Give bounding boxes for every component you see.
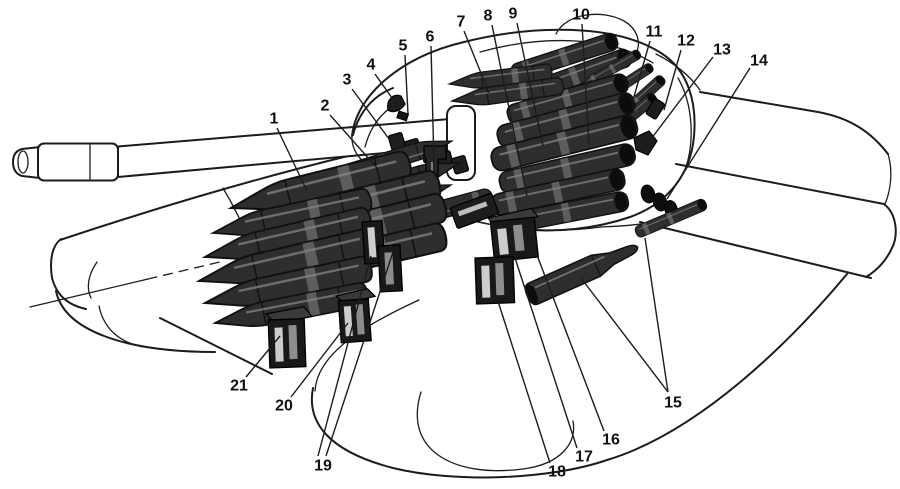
rear-right-edge [884, 153, 892, 205]
callout-label-5: 5 [399, 38, 408, 55]
lower-hull-front-curve [310, 387, 608, 479]
callout-label-18: 18 [548, 464, 566, 481]
leader-line-9 [516, 22, 544, 147]
stowage-clip-12 [645, 98, 666, 120]
leader-line-15 [580, 277, 669, 393]
leader-line-14 [666, 67, 751, 200]
pedestal-mounts-center [449, 192, 540, 305]
callout-label-14: 14 [750, 53, 768, 70]
leader-line-10 [581, 23, 590, 146]
leader-line-2 [329, 114, 379, 170]
leader-line-3 [351, 88, 396, 148]
callout-label-4: 4 [367, 57, 376, 74]
lower-hull-u-shape [416, 391, 575, 472]
leader-line-17 [514, 257, 578, 449]
callout-label-6: 6 [426, 29, 435, 46]
leader-line-19 [325, 251, 394, 457]
front-fender-arc [55, 290, 216, 353]
callout-label-21: 21 [230, 378, 248, 395]
case-end-cluster [640, 184, 678, 218]
gun-barrel [12, 105, 476, 182]
ring-clip-5 [396, 110, 410, 122]
deck-edge-left [59, 154, 353, 241]
right-track-bottom [639, 221, 872, 279]
callout-label-2: 2 [321, 98, 330, 115]
glacis-corner [50, 238, 62, 279]
turret-shell-rows [447, 30, 678, 235]
callout-label-10: 10 [572, 7, 590, 24]
fender-hook [87, 261, 98, 299]
hull-side-line-hidden [147, 260, 225, 280]
muzzle-bore [17, 150, 29, 174]
lower-hull-inner-curve [314, 299, 420, 392]
leader-line-1 [276, 127, 308, 192]
leader-line-15 [644, 237, 669, 393]
callout-label-3: 3 [343, 72, 352, 89]
leader-line-5 [404, 54, 409, 115]
callout-label-8: 8 [484, 8, 493, 25]
leader-line-8 [491, 24, 528, 197]
leader-line-11 [632, 40, 651, 101]
leader-line-4 [374, 73, 398, 106]
rear-hatch-loop [555, 13, 639, 56]
right-track-cap [865, 203, 897, 278]
lower-hull-right-sweep [606, 273, 848, 461]
behind-turret-edge [655, 53, 701, 91]
callout-label-15: 15 [664, 395, 682, 412]
callout-label-9: 9 [509, 6, 518, 23]
callout-label-20: 20 [275, 398, 293, 415]
leader-line-7 [463, 30, 490, 94]
leader-line-21 [245, 335, 281, 378]
pedestal-box-21 [264, 306, 314, 369]
leader-line-12 [663, 49, 682, 111]
stowed-round [521, 235, 644, 308]
leader-line-19 [317, 255, 372, 457]
lower-glacis-diagonal [159, 317, 273, 375]
mount-block-18 [474, 256, 516, 305]
callout-label-11: 11 [646, 24, 663, 41]
deck-edge-right [699, 91, 889, 155]
muzzle-tip [12, 146, 41, 179]
right-fender-top [675, 163, 885, 205]
hull-outline [29, 53, 897, 479]
leader-line-13 [647, 56, 714, 144]
ring-front-lip [352, 87, 394, 136]
hull-side-line [29, 278, 149, 308]
mount-arm-16 [449, 192, 499, 229]
left-shell-rack [194, 148, 451, 336]
muzzle-section [37, 142, 119, 182]
front-fender-inner [98, 305, 145, 348]
callout-label-17: 17 [575, 449, 593, 466]
leader-line-16 [531, 241, 605, 432]
stowage-bracket-13 [633, 130, 658, 156]
callout-label-16: 16 [602, 432, 620, 449]
callout-label-7: 7 [457, 14, 466, 31]
ring-right-inner-rim [677, 77, 692, 171]
callout-label-12: 12 [677, 33, 695, 50]
leader-line-6 [430, 45, 435, 167]
leader-line-20 [290, 322, 349, 398]
callout-label-13: 13 [713, 42, 731, 59]
leader-lines [245, 22, 751, 464]
callout-label-1: 1 [270, 111, 279, 128]
callout-label-19: 19 [314, 458, 332, 475]
leader-line-18 [495, 294, 551, 464]
mount-block-17 [486, 207, 540, 263]
pedestal-box-20 [334, 288, 377, 344]
